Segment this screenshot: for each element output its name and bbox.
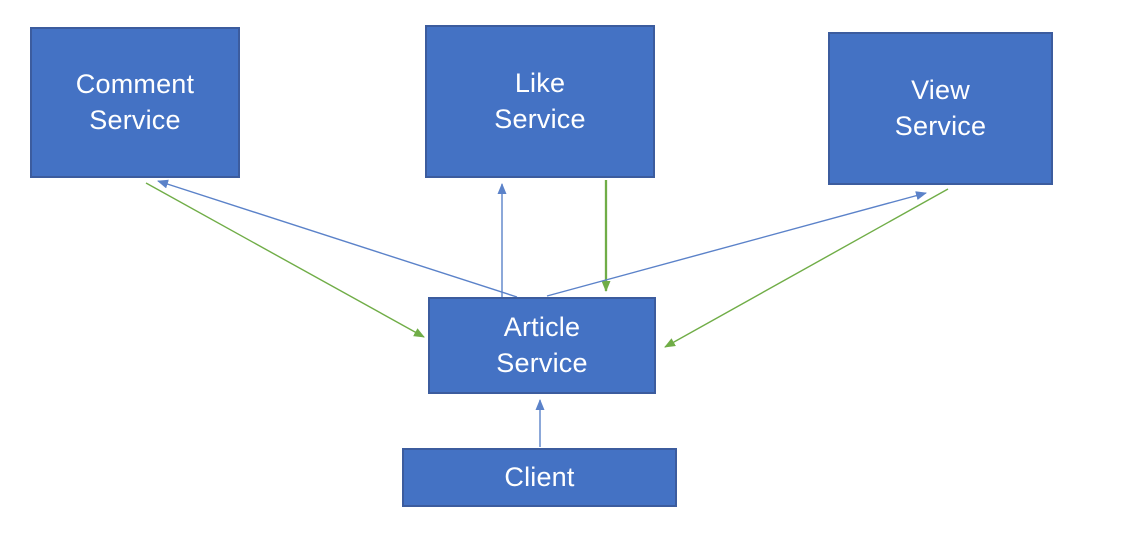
node-client: Client	[402, 448, 677, 507]
node-article-service: Article Service	[428, 297, 656, 394]
node-comment-service: Comment Service	[30, 27, 240, 178]
edge-article-to-comment	[157, 179, 518, 298]
node-label-line: Comment	[75, 68, 195, 99]
node-label-line: Article	[503, 311, 581, 342]
node-label-line: Service	[496, 347, 588, 378]
node-label-line: Like	[514, 67, 566, 98]
node-like-service: Like Service	[425, 25, 655, 178]
node-label-line: Service	[89, 104, 181, 135]
edge-comment-to-article	[145, 182, 425, 338]
node-label-line: Service	[894, 110, 987, 141]
edge-view-to-article	[664, 188, 949, 348]
node-label-line: Client	[504, 461, 575, 492]
node-label-line: View	[911, 74, 970, 105]
node-label-line: Service	[494, 103, 586, 134]
node-view-service: View Service	[828, 32, 1053, 185]
edge-article-to-view	[546, 191, 927, 297]
